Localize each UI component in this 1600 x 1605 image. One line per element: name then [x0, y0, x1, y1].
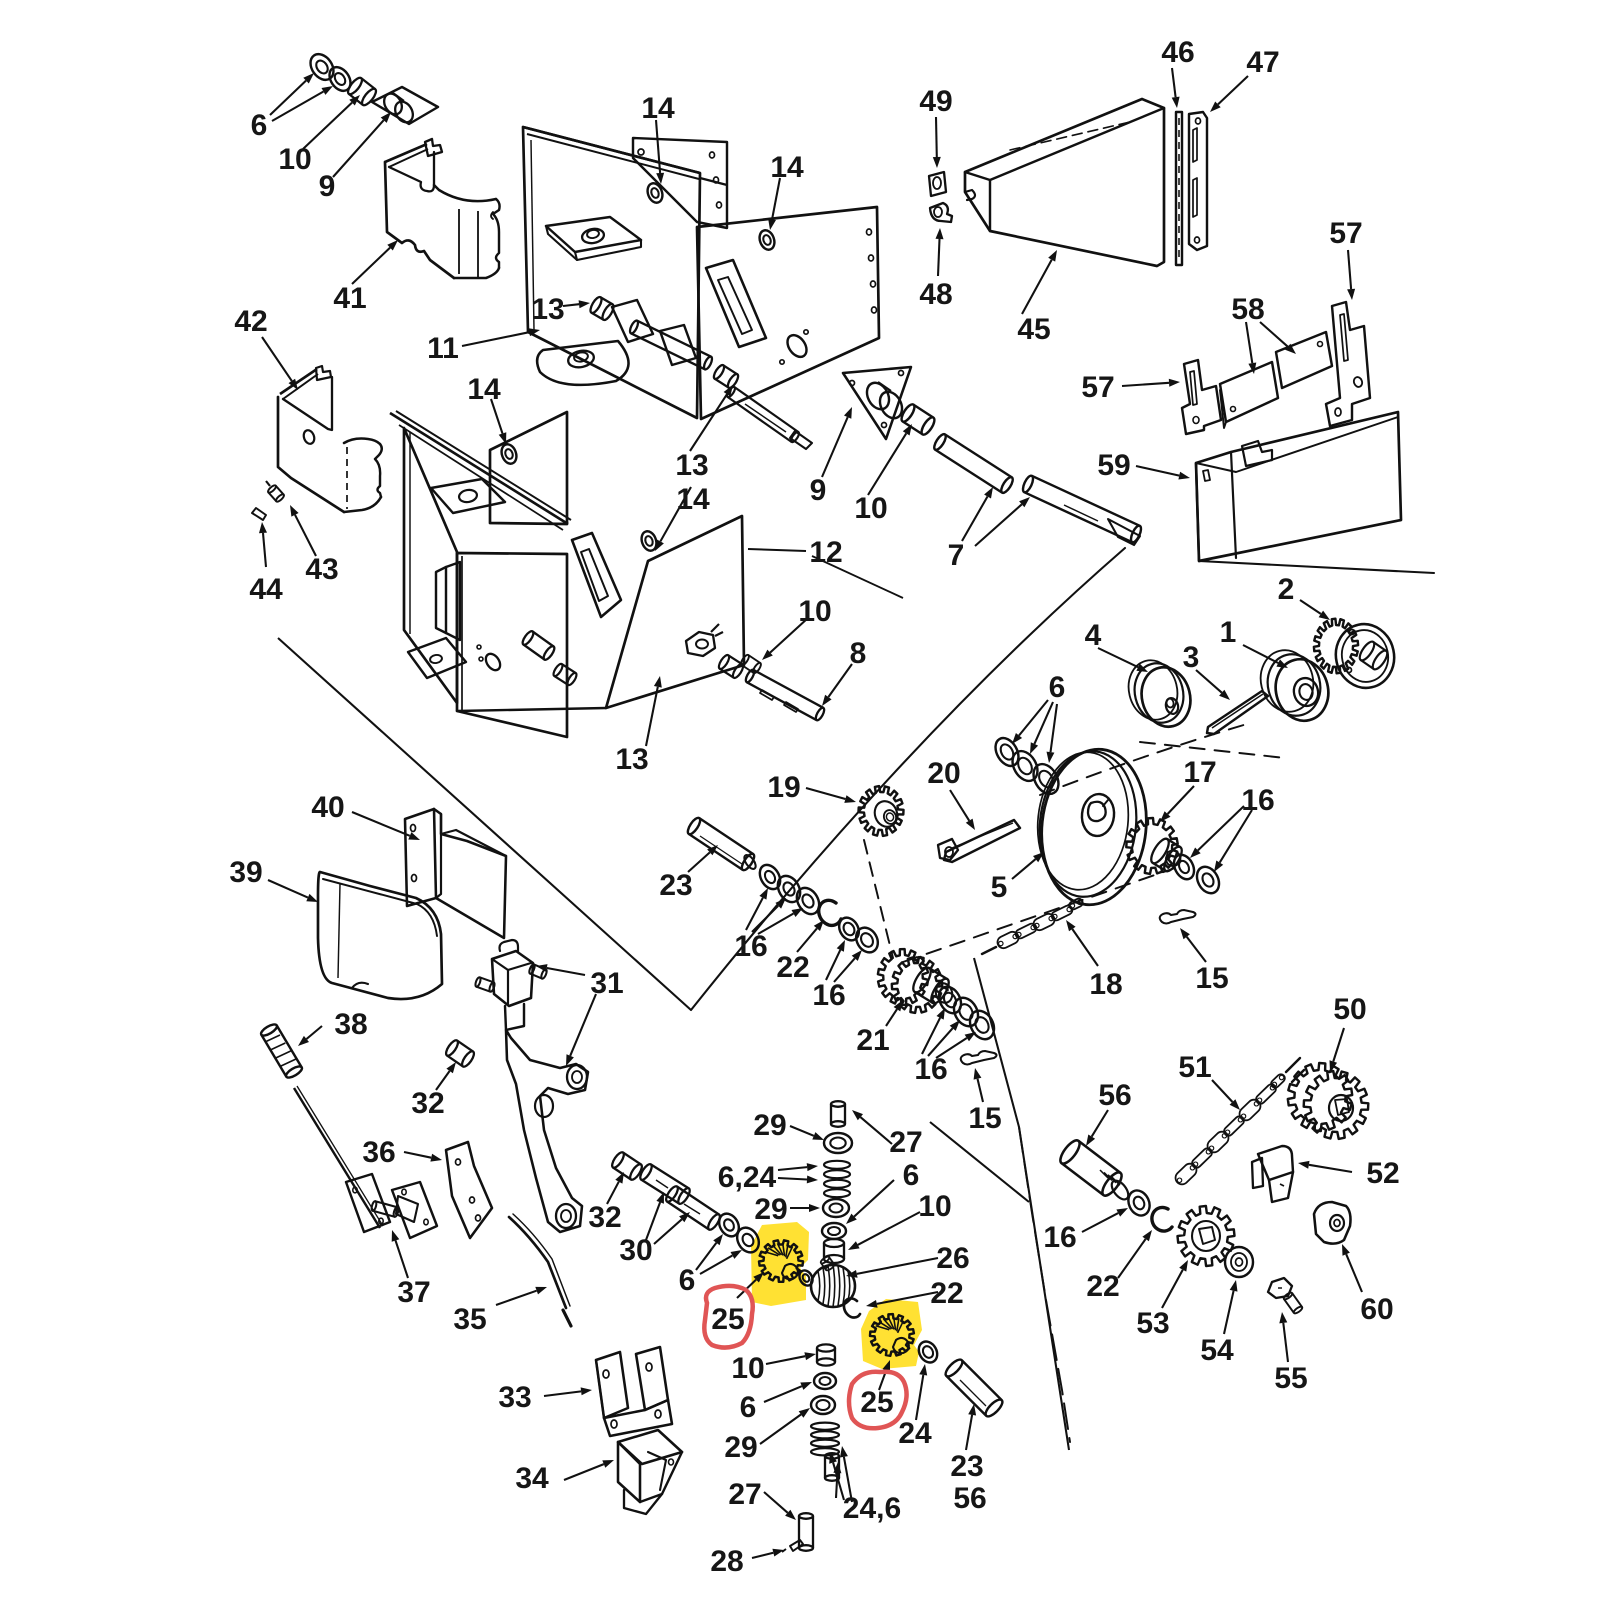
svg-text:6: 6	[740, 1391, 757, 1424]
svg-text:29: 29	[754, 1193, 787, 1226]
svg-text:23: 23	[950, 1450, 983, 1483]
svg-text:14: 14	[770, 151, 804, 184]
svg-text:13: 13	[615, 743, 648, 776]
svg-text:23: 23	[659, 869, 692, 902]
svg-text:55: 55	[1274, 1362, 1307, 1395]
svg-text:9: 9	[810, 474, 827, 507]
svg-text:25: 25	[860, 1386, 893, 1419]
svg-text:57: 57	[1081, 371, 1114, 404]
svg-text:10: 10	[278, 143, 311, 176]
svg-text:28: 28	[710, 1545, 743, 1578]
svg-text:52: 52	[1366, 1157, 1399, 1190]
svg-text:6: 6	[903, 1159, 920, 1192]
svg-text:6: 6	[679, 1264, 696, 1297]
svg-text:32: 32	[588, 1201, 621, 1234]
svg-text:27: 27	[728, 1478, 761, 1511]
svg-text:25: 25	[711, 1303, 744, 1336]
svg-text:21: 21	[856, 1024, 889, 1057]
svg-text:10: 10	[798, 595, 831, 628]
svg-text:46: 46	[1161, 36, 1194, 69]
svg-text:9: 9	[319, 170, 336, 203]
svg-text:31: 31	[590, 967, 623, 1000]
svg-text:15: 15	[1195, 962, 1228, 995]
svg-text:49: 49	[919, 85, 952, 118]
svg-text:6: 6	[1049, 671, 1066, 704]
svg-text:1: 1	[1220, 616, 1237, 649]
svg-text:16: 16	[1043, 1221, 1076, 1254]
svg-text:13: 13	[675, 449, 708, 482]
svg-text:57: 57	[1329, 217, 1362, 250]
svg-text:47: 47	[1246, 46, 1279, 79]
svg-text:3: 3	[1183, 641, 1200, 674]
svg-text:16: 16	[914, 1053, 947, 1086]
svg-text:15: 15	[968, 1102, 1001, 1135]
svg-text:32: 32	[411, 1087, 444, 1120]
svg-text:56: 56	[1098, 1079, 1131, 1112]
svg-text:40: 40	[311, 791, 344, 824]
svg-text:44: 44	[249, 573, 283, 606]
svg-text:14: 14	[676, 483, 710, 516]
svg-text:22: 22	[1086, 1270, 1119, 1303]
svg-text:45: 45	[1017, 313, 1050, 346]
svg-text:48: 48	[919, 278, 952, 311]
svg-text:36: 36	[362, 1136, 395, 1169]
svg-text:22: 22	[776, 951, 809, 984]
svg-text:8: 8	[850, 637, 867, 670]
svg-text:34: 34	[515, 1462, 549, 1495]
svg-text:35: 35	[453, 1303, 486, 1336]
svg-text:58: 58	[1231, 293, 1264, 326]
svg-text:30: 30	[619, 1234, 652, 1267]
svg-text:24,6: 24,6	[843, 1492, 901, 1525]
svg-text:41: 41	[333, 282, 366, 315]
svg-text:10: 10	[918, 1190, 951, 1223]
svg-text:60: 60	[1360, 1293, 1393, 1326]
svg-text:56: 56	[953, 1482, 986, 1515]
svg-text:14: 14	[467, 373, 501, 406]
svg-text:11: 11	[427, 332, 459, 365]
svg-text:20: 20	[927, 757, 960, 790]
svg-text:4: 4	[1085, 619, 1102, 652]
svg-text:59: 59	[1097, 449, 1130, 482]
svg-text:2: 2	[1278, 573, 1295, 606]
svg-text:27: 27	[889, 1126, 922, 1159]
svg-text:50: 50	[1333, 993, 1366, 1026]
svg-text:5: 5	[991, 871, 1008, 904]
svg-text:10: 10	[731, 1352, 764, 1385]
svg-text:16: 16	[812, 979, 845, 1012]
svg-text:33: 33	[498, 1381, 531, 1414]
svg-text:17: 17	[1183, 756, 1216, 789]
svg-text:18: 18	[1089, 968, 1122, 1001]
svg-text:54: 54	[1200, 1334, 1234, 1367]
svg-text:37: 37	[397, 1276, 430, 1309]
svg-text:24: 24	[898, 1417, 932, 1450]
svg-text:38: 38	[334, 1008, 367, 1041]
svg-text:10: 10	[854, 492, 887, 525]
svg-text:29: 29	[724, 1431, 757, 1464]
svg-text:6,24: 6,24	[718, 1161, 777, 1194]
svg-text:14: 14	[641, 92, 675, 125]
svg-text:53: 53	[1136, 1307, 1169, 1340]
svg-text:39: 39	[229, 856, 262, 889]
svg-text:29: 29	[753, 1109, 786, 1142]
svg-text:7: 7	[948, 539, 965, 572]
svg-text:26: 26	[936, 1242, 969, 1275]
svg-text:42: 42	[234, 305, 267, 338]
svg-text:12: 12	[809, 536, 842, 569]
svg-text:22: 22	[930, 1277, 963, 1310]
svg-text:6: 6	[251, 109, 268, 142]
svg-text:13: 13	[531, 293, 564, 326]
svg-text:51: 51	[1178, 1051, 1211, 1084]
svg-text:43: 43	[305, 553, 338, 586]
svg-text:16: 16	[1241, 784, 1274, 817]
svg-text:19: 19	[767, 771, 800, 804]
svg-text:16: 16	[734, 930, 767, 963]
